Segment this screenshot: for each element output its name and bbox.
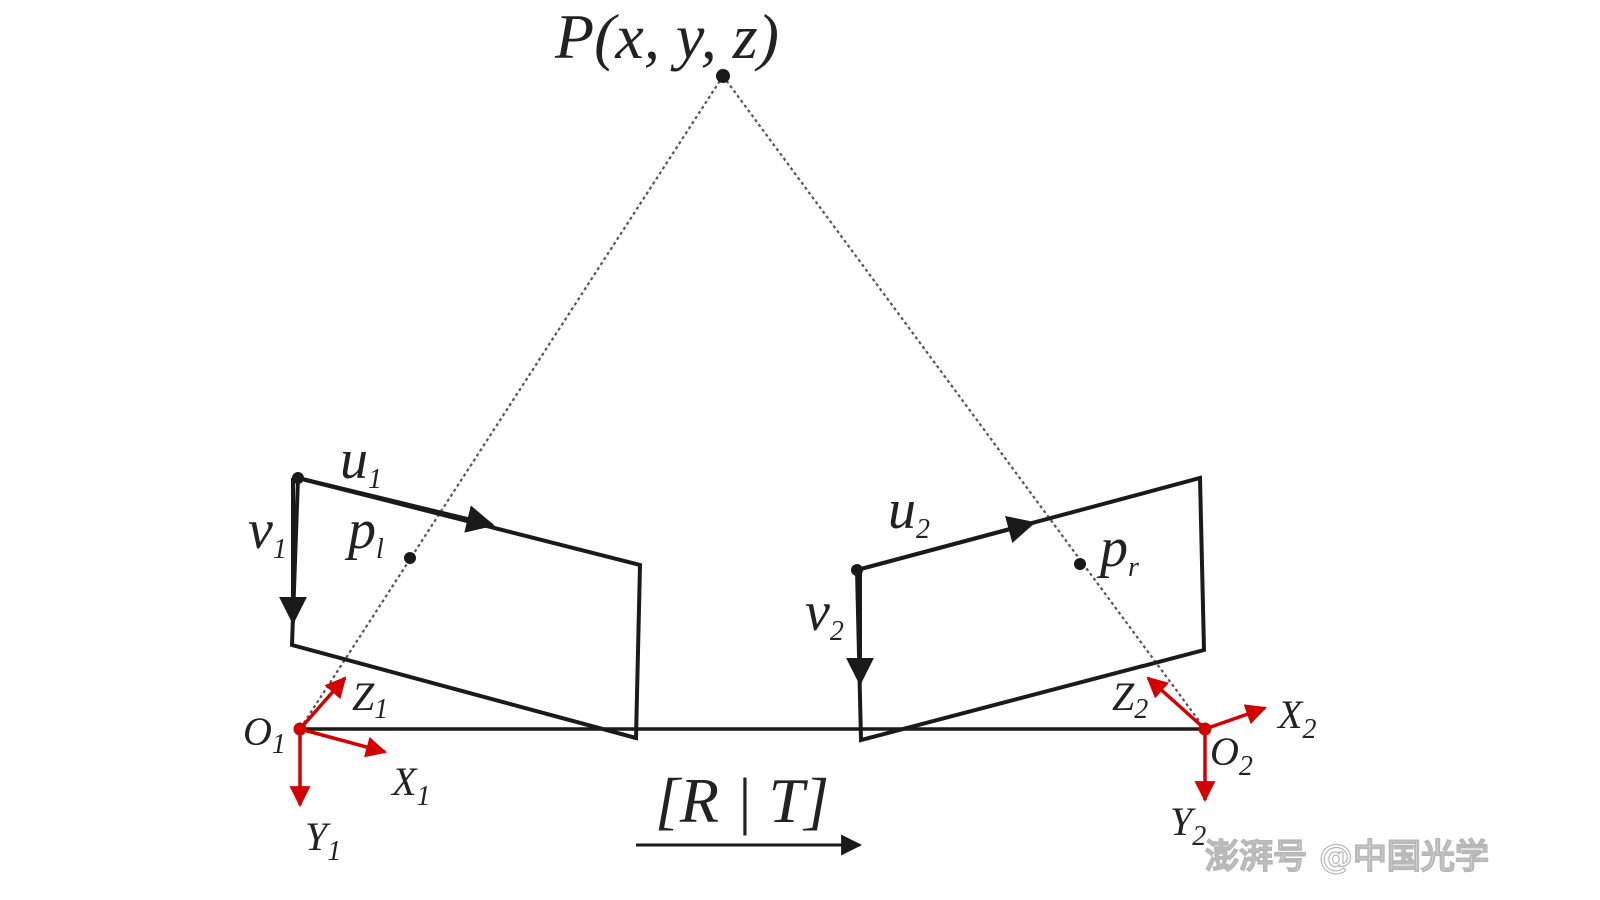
right-image-point-label: pr	[1096, 517, 1139, 583]
point-p-dot	[716, 69, 730, 83]
right-origin-label: O2	[1210, 729, 1253, 782]
right-x-axis	[1204, 704, 1267, 731]
left-z-axis	[298, 676, 347, 731]
left-image-point-dot	[404, 552, 416, 564]
ray-left	[299, 75, 724, 730]
left-u-label: u1	[340, 429, 382, 495]
transform-label: [R | T]	[655, 765, 829, 836]
left-origin-label: O1	[243, 709, 286, 760]
point-p-label: P(x, y, z)	[554, 1, 779, 72]
right-v-label: v2	[805, 581, 844, 647]
watermark: 澎湃号 @中国光学	[1205, 837, 1489, 877]
right-u-label: u2	[888, 479, 930, 545]
left-v-label: v1	[248, 499, 287, 565]
left-x-axis	[299, 727, 388, 758]
right-image-point-dot	[1074, 558, 1086, 570]
left-image-point-label: pl	[344, 499, 384, 565]
left-y-label: Y1	[305, 814, 341, 867]
right-x-label: X2	[1276, 692, 1316, 745]
right-origin-dot	[1198, 722, 1212, 736]
left-x-label: X1	[390, 759, 430, 812]
right-image-origin-dot	[851, 564, 863, 576]
right-u-arrow	[856, 515, 1036, 572]
left-u-arrow	[297, 476, 495, 533]
left-z-label: Z1	[352, 674, 388, 725]
left-image-origin-dot	[292, 472, 304, 484]
right-z-label: Z2	[1112, 674, 1148, 725]
ray-right	[722, 75, 1206, 730]
right-z-axis	[1146, 676, 1207, 731]
right-y-label: Y2	[1170, 799, 1206, 852]
left-origin-dot	[293, 722, 307, 736]
